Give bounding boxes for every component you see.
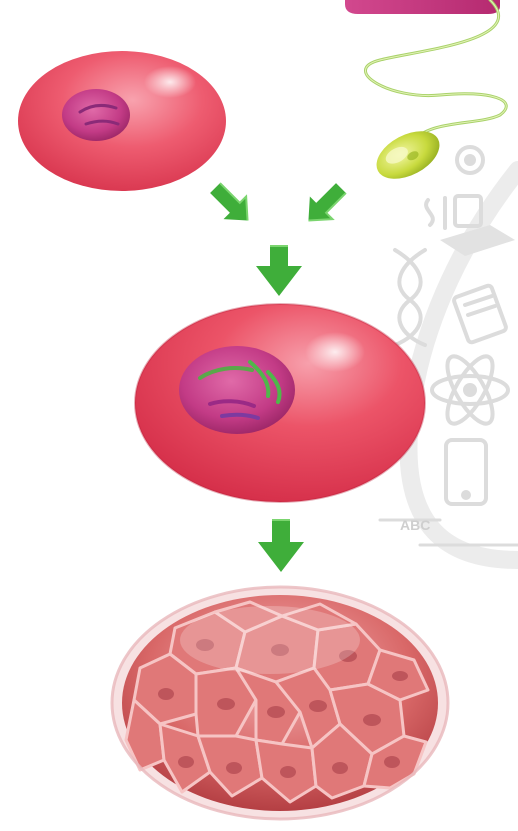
zygote-highlight (305, 332, 365, 372)
top-banner (345, 0, 500, 14)
sperm-cell (365, 0, 506, 189)
morula (112, 587, 448, 819)
egg-nucleus (62, 89, 130, 141)
morula-highlight (180, 606, 360, 674)
book-icon (453, 285, 507, 344)
atom-icon (432, 350, 508, 430)
gear-icon (457, 147, 483, 173)
arrow-down-to-zygote (256, 246, 302, 296)
abc-doodle-text: ABC (400, 517, 430, 533)
tablet-icon (446, 440, 486, 504)
zygote (135, 304, 425, 502)
arrow-sperm-to-zygote (297, 177, 352, 232)
arrow-zygote-to-morula (258, 520, 304, 572)
egg-cell (18, 51, 226, 191)
arrow-egg-to-zygote (204, 177, 259, 232)
graduation-cap-icon (440, 225, 515, 256)
sperm-head (369, 121, 448, 188)
egg-cell-highlight (144, 66, 196, 98)
